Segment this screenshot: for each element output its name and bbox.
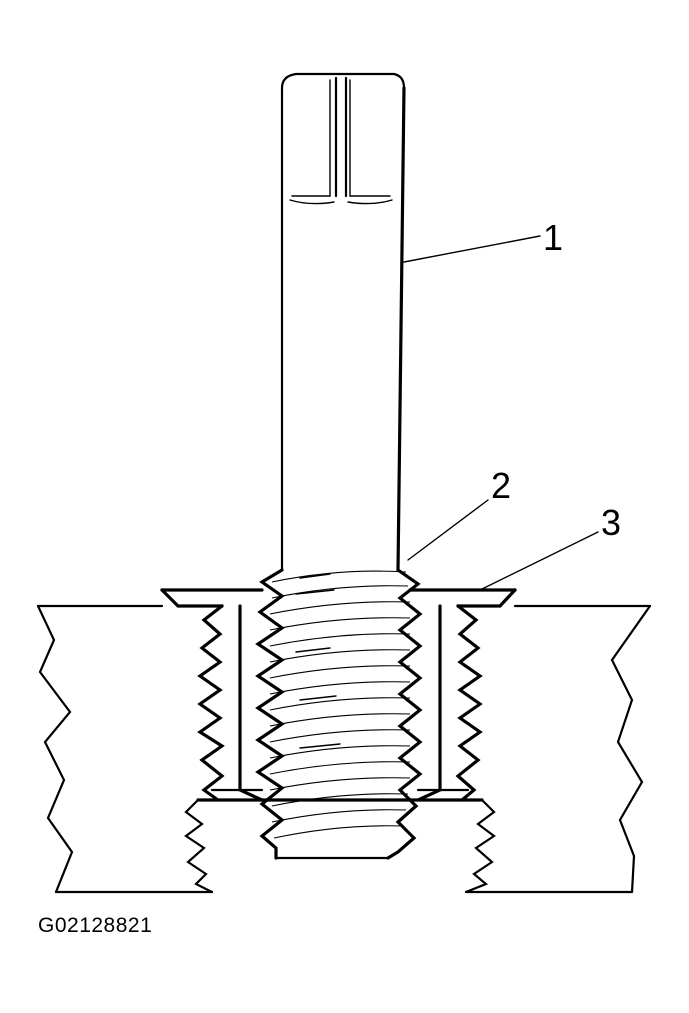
thread-insert bbox=[160, 588, 517, 802]
callout-2: 2 bbox=[491, 465, 511, 506]
callout-1: 1 bbox=[543, 217, 563, 258]
workpiece-thread-lower bbox=[184, 798, 496, 894]
leader-1 bbox=[403, 235, 541, 263]
leader-lines bbox=[403, 235, 599, 591]
leader-3 bbox=[479, 531, 599, 591]
figure-id: G02128821 bbox=[38, 914, 153, 937]
workpiece-right bbox=[464, 604, 652, 894]
leader-2 bbox=[407, 499, 489, 561]
tap bbox=[255, 72, 423, 860]
workpiece-left bbox=[36, 604, 214, 894]
callout-3: 3 bbox=[601, 502, 621, 543]
